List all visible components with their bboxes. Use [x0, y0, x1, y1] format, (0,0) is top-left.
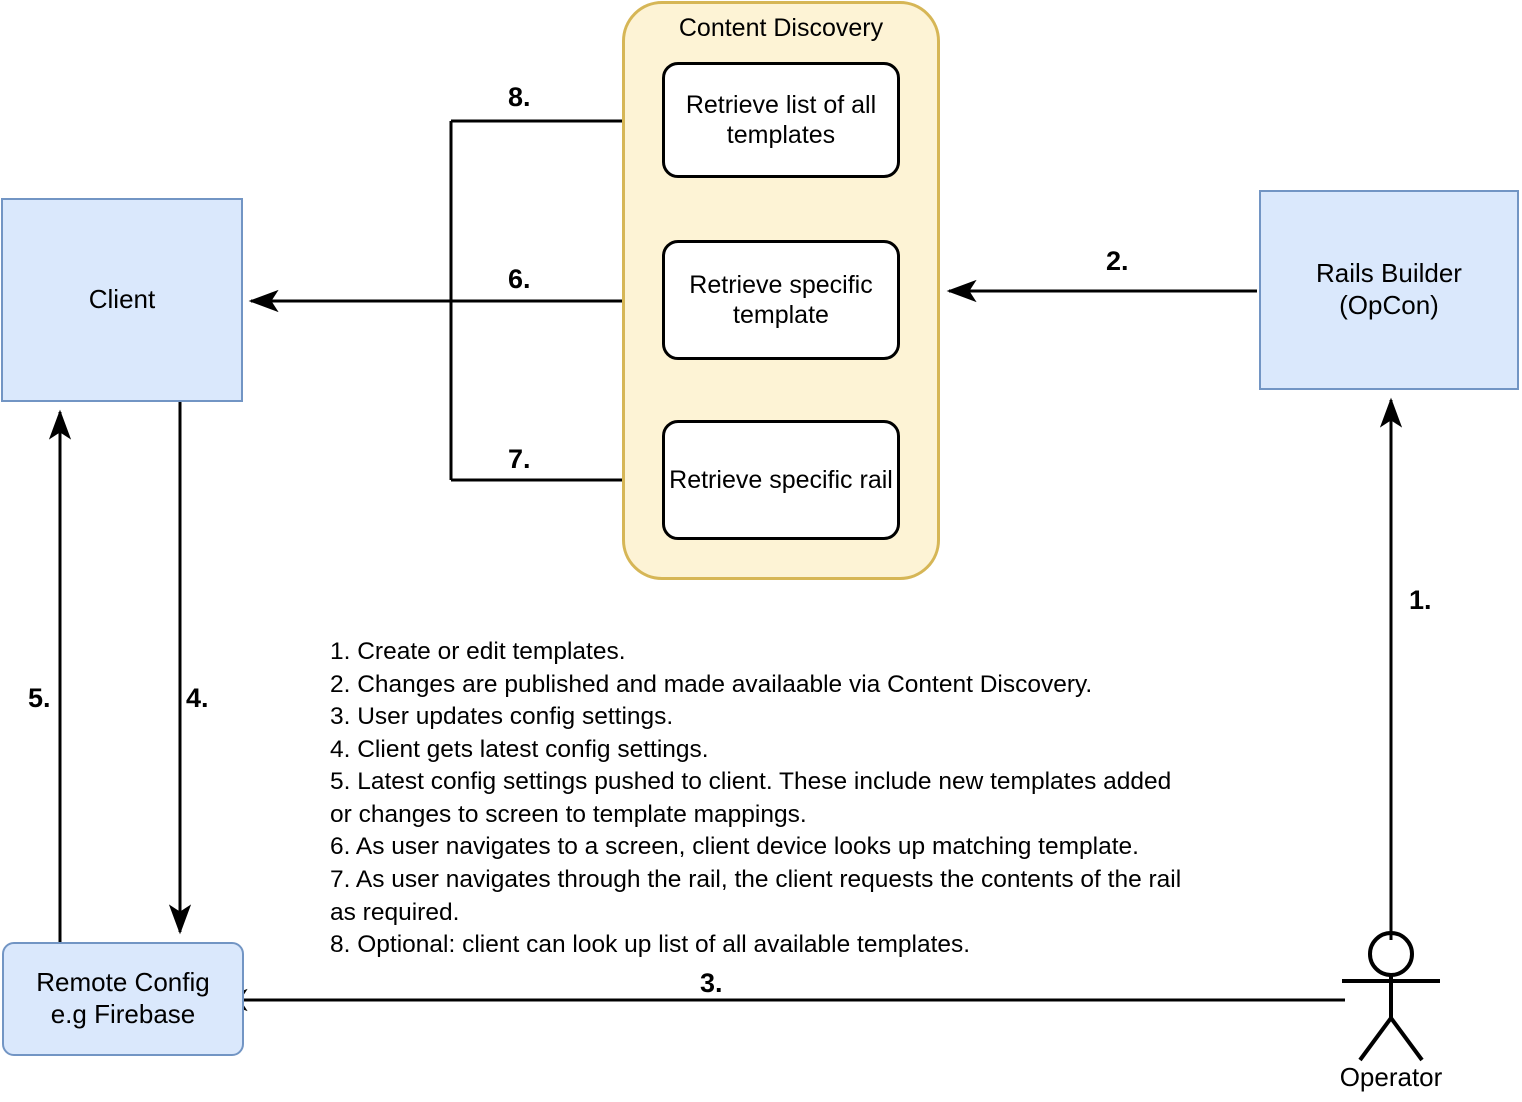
step-label-7: 7.	[508, 444, 531, 474]
content-discovery-title: Content Discovery	[678, 14, 884, 42]
node-client[interactable]: Client	[1, 198, 243, 402]
step-label-6: 6.	[508, 264, 531, 294]
node-remote-config[interactable]: Remote Config e.g Firebase	[2, 942, 244, 1056]
operator-legs-line	[1358, 1014, 1424, 1062]
legend-line: 2. Changes are published and made availa…	[330, 670, 1093, 698]
step-label-4: 4.	[186, 683, 209, 713]
step-label-2: 2.	[1106, 246, 1129, 276]
legend-line: 5. Latest config settings pushed to clie…	[330, 768, 1172, 828]
step-label-1: 1.	[1409, 585, 1432, 615]
legend-line: 1. Create or edit templates.	[330, 638, 626, 665]
operator-figure	[1342, 931, 1440, 1062]
step-label-5: 5.	[28, 683, 51, 713]
legend-line: 3. User updates config settings.	[330, 703, 674, 731]
legend-line: 6. As user navigates to a screen, client…	[330, 833, 1139, 861]
legend-line: 4. Client gets latest config settings.	[330, 735, 709, 763]
step-label-3: 3.	[700, 968, 723, 998]
box-retrieve-specific-template[interactable]: Retrieve specific template	[662, 240, 900, 360]
box-retrieve-list-of-all-templates[interactable]: Retrieve list of all templates	[662, 62, 900, 178]
legend-line: 8. Optional: client can look up list of …	[330, 931, 971, 959]
legend-line: 7. As user navigates through the rail, t…	[330, 866, 1182, 926]
node-rails-builder[interactable]: Rails Builder (OpCon)	[1259, 190, 1519, 390]
step-label-8: 8.	[508, 82, 531, 112]
box-retrieve-specific-rail[interactable]: Retrieve specific rail	[662, 420, 900, 540]
operator-label: Operator	[1339, 1062, 1443, 1092]
legend-step-descriptions: 1. Create or edit templates. 2. Changes …	[330, 636, 1210, 962]
